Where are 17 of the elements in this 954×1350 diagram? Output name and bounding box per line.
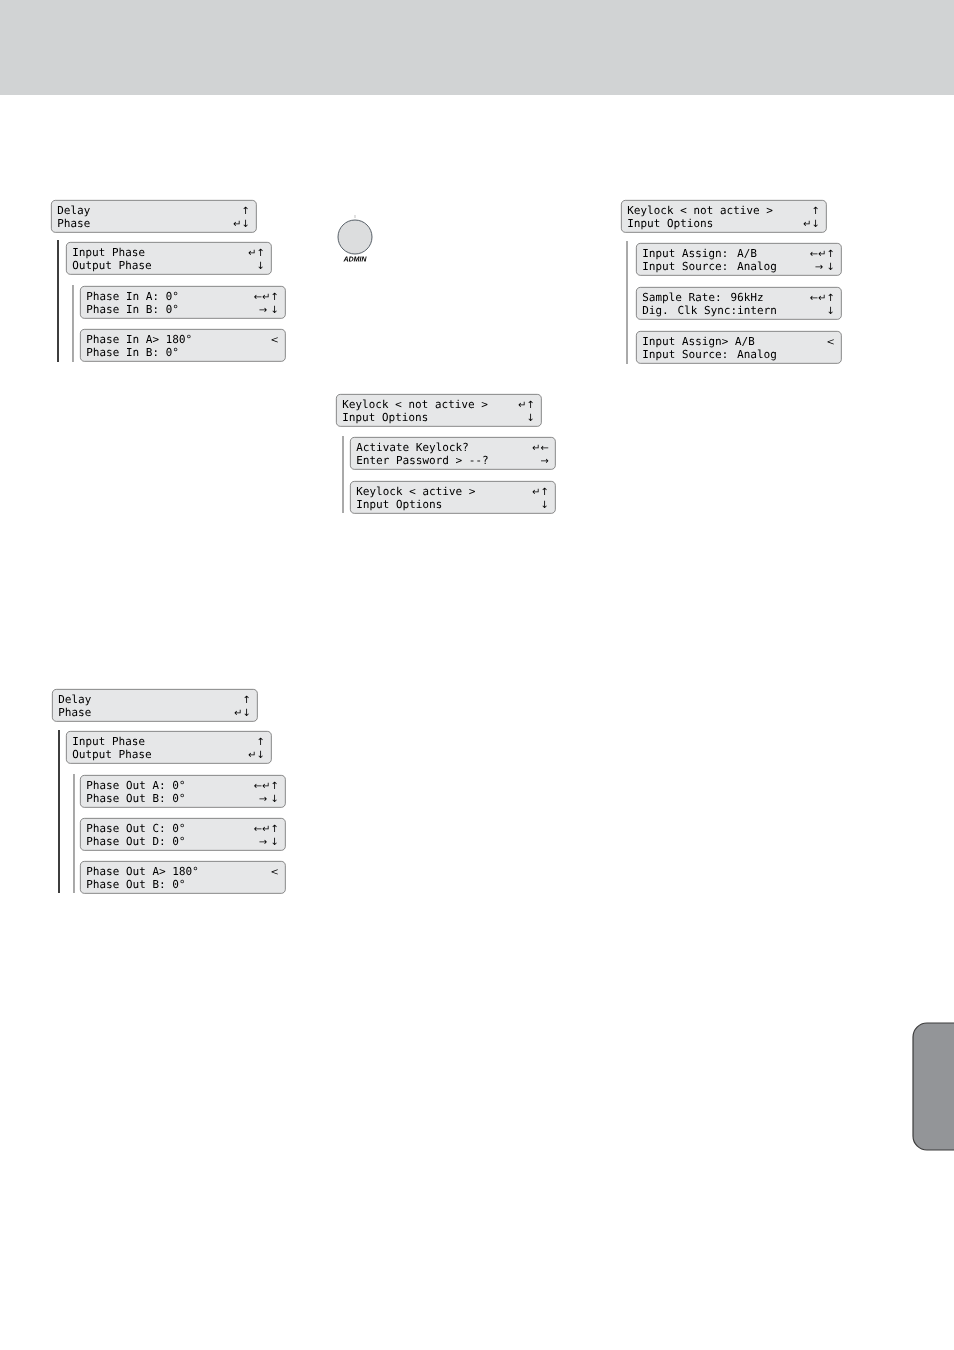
lcd-display: Input Phase Output Phase ↑ ↵↓	[66, 731, 272, 764]
lcd-display: Delay Phase ↑ ↵↓	[51, 200, 257, 233]
lcd-display: Input Assign> A/B Input Source: Analog <	[636, 331, 842, 364]
lcd-display: Keylock < active > Input Options ↵↑ ↓	[350, 481, 556, 514]
lcd-display: Phase In A: 0° Phase In B: 0° ←↵↑ → ↓	[80, 286, 286, 319]
lcd-display: Phase Out C: 0° Phase Out D: 0° ←↵↑ → ↓	[80, 818, 286, 851]
lcd-display: Phase Out A> 180° Phase Out B: 0° <	[80, 861, 286, 894]
lcd-display: Keylock < not active > Input Options ↑ ↵↓	[621, 200, 827, 233]
lcd-display: Keylock < not active > Input Options ↵↑ ↓	[336, 394, 542, 427]
knob	[337, 214, 373, 255]
lcd-display: Activate Keylock? Enter Password > --? ↵← →	[350, 437, 556, 470]
lcd-display: Phase Out A: 0° Phase Out B: 0° ←↵↑ → ↓	[80, 775, 286, 808]
lcd-display: Delay Phase ↑ ↵↓	[52, 689, 258, 722]
lcd-display: Phase In A> 180° Phase In B: 0° <	[80, 329, 286, 362]
lcd-display: Sample Rate: 96kHz Dig. Clk Sync:intern ←↵↑ ↓	[636, 287, 842, 320]
lcd-display: Input Phase Output Phase ↵↑ ↓	[66, 242, 272, 275]
lcd-display: Input Assign: A/B Input Source: Analog ←↵↑ → ↓	[636, 243, 842, 276]
